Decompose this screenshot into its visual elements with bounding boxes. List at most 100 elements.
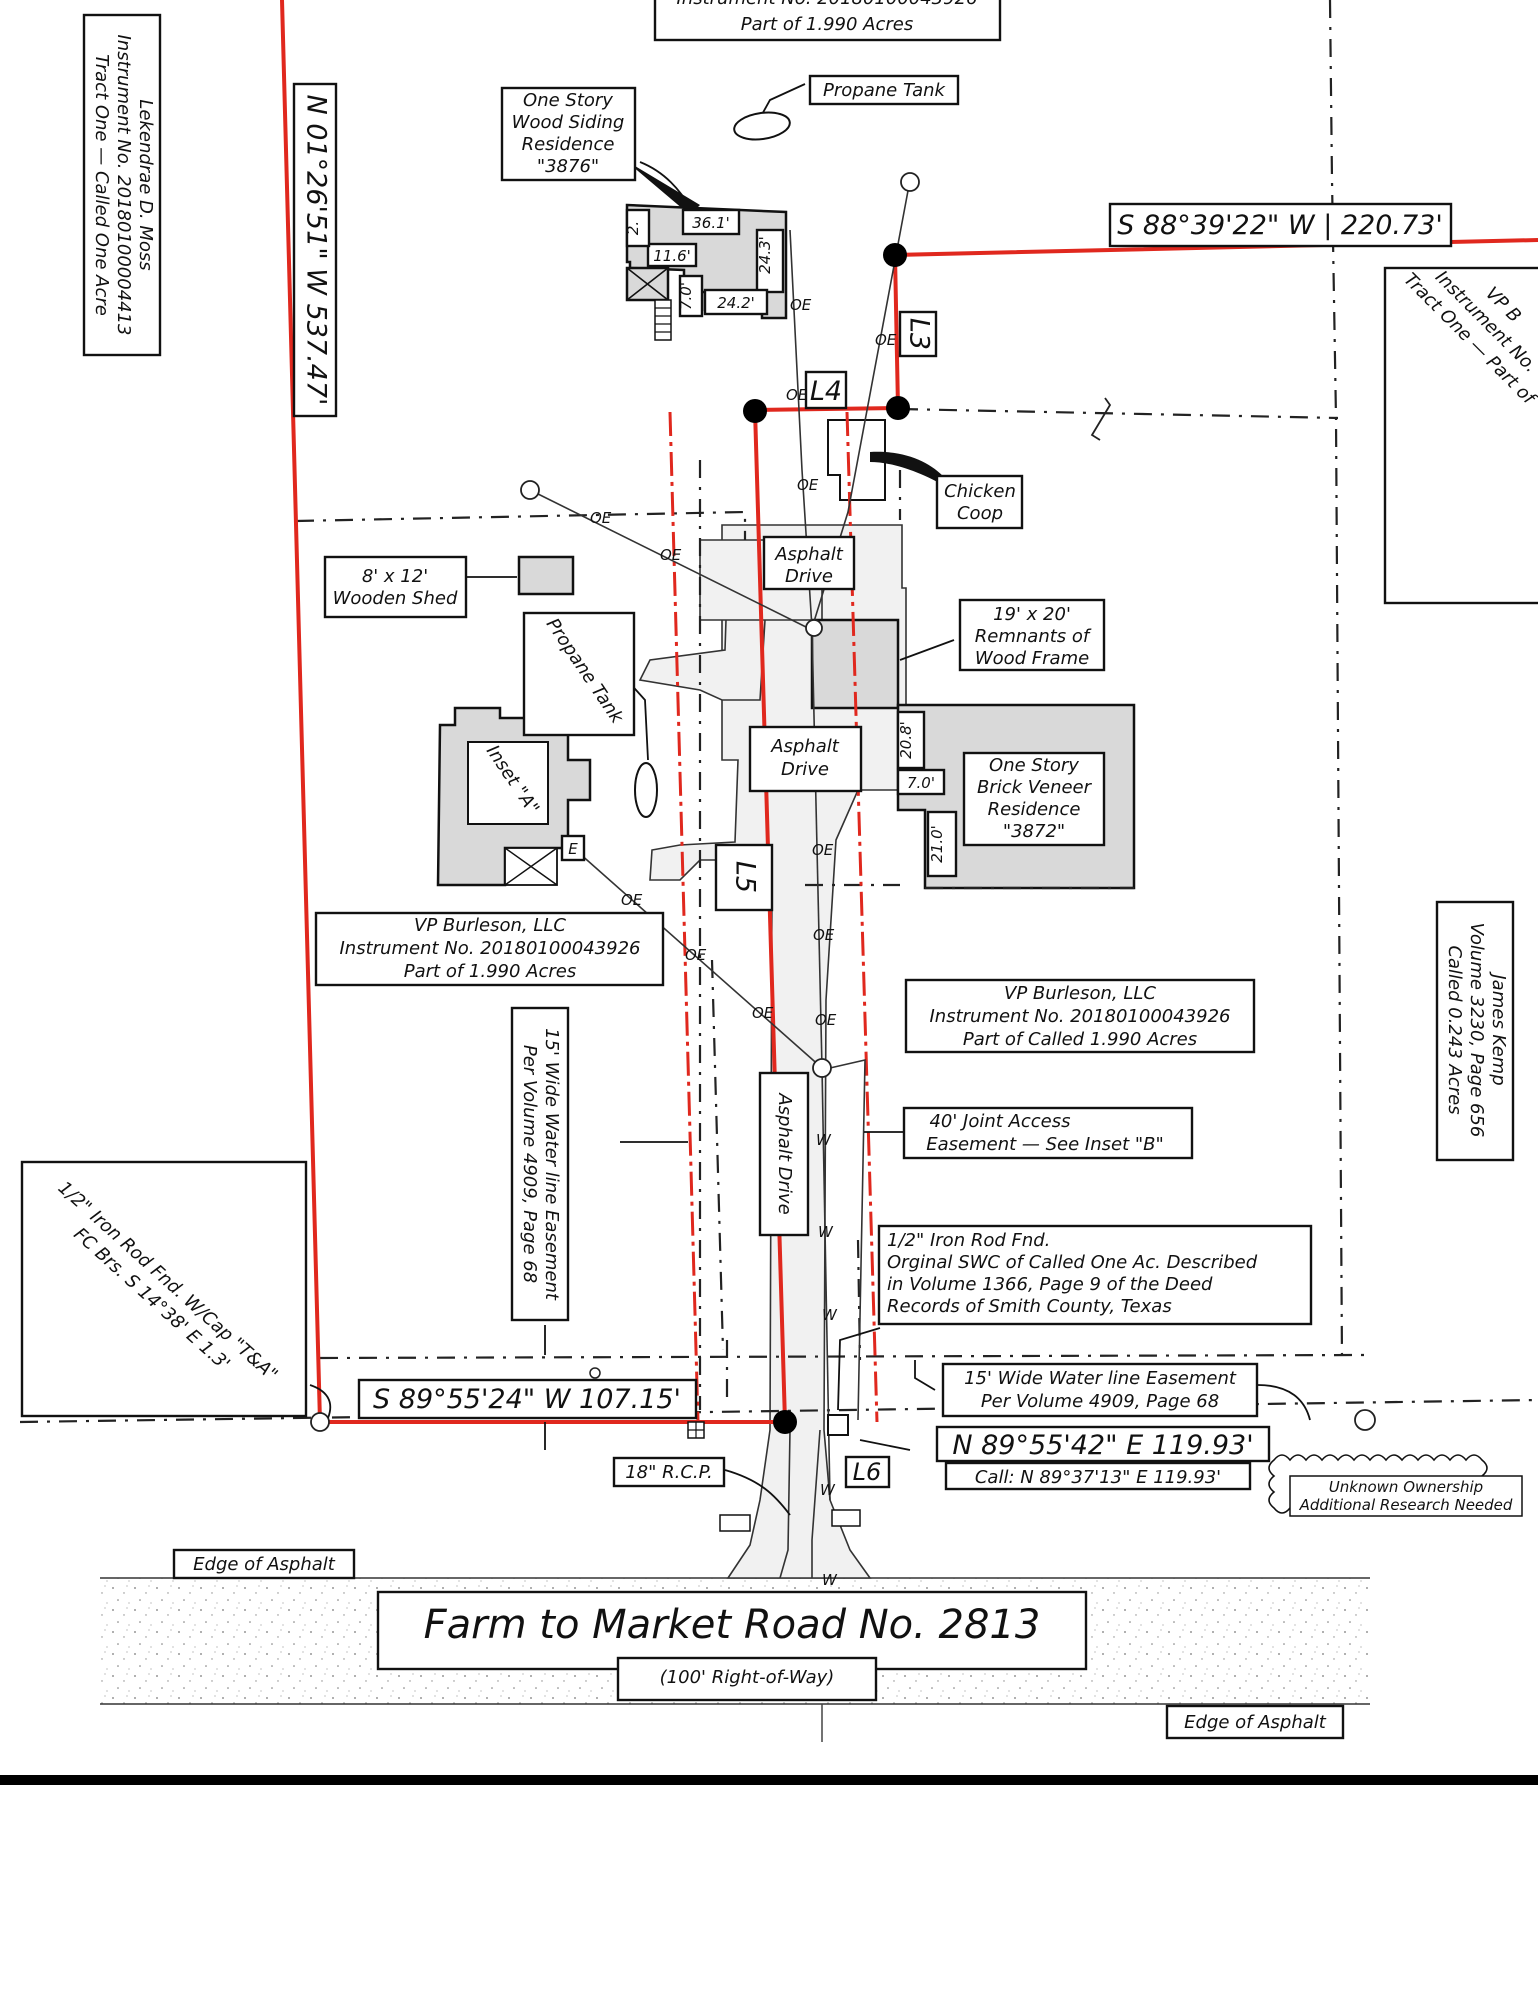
svg-text:L4: L4 [810,376,842,407]
svg-text:OE: OE [786,386,808,404]
svg-text:W: W [818,1223,834,1241]
svg-text:Drive: Drive [781,759,829,780]
asphalt-drive-label-2: Asphalt Drive [748,725,863,793]
svg-text:7.0': 7.0' [907,774,935,792]
svg-text:Volume 3230, Page 656: Volume 3230, Page 656 [1466,923,1487,1138]
asphalt-drive-label-1: Asphalt Drive [762,535,856,591]
svg-text:Per Volume 4909, Page 68: Per Volume 4909, Page 68 [981,1391,1219,1412]
svg-text:OE: OE [812,841,834,859]
svg-text:OE: OE [590,509,612,527]
svg-text:Records of Smith County, Texas: Records of Smith County, Texas [887,1296,1172,1317]
iron-rod-left-label: 1/2" Iron Rod Fnd. W/Cap "T&A" FC Brs. S… [20,1160,308,1418]
svg-text:Drive: Drive [785,566,833,587]
north-line-label: S 88°39'22" W | 220.73' [1108,202,1453,248]
svg-text:OE: OE [790,296,812,314]
svg-text:OE: OE [752,1004,774,1022]
wood-frame-label: 19' x 20' Remnants of Wood Frame [958,598,1106,672]
svg-text:VP Burleson, LLC: VP Burleson, LLC [414,915,566,936]
svg-text:W: W [822,1571,838,1589]
svg-text:Wooden Shed: Wooden Shed [333,588,458,609]
brick-residence-label: One Story Brick Veneer Residence "3872" [962,751,1106,847]
svg-text:OE: OE [813,926,835,944]
svg-text:Coop: Coop [957,503,1003,524]
svg-text:15' Wide Water line Easement: 15' Wide Water line Easement [964,1368,1237,1389]
svg-text:VP Burleson, LLC: VP Burleson, LLC [1004,983,1156,1004]
svg-text:W: W [816,1131,832,1149]
svg-text:Propane Tank: Propane Tank [823,80,946,101]
building-dimensions: 36.1' 24.3' 24.2' 11.6' 7.0' 2. 20.8' 7.… [624,208,958,878]
chicken-coop [827,419,886,501]
svg-text:24.3': 24.3' [756,236,774,274]
svg-text:Instrument No. 20180100004413: Instrument No. 20180100004413 [113,34,134,335]
svg-text:11.6': 11.6' [653,247,691,265]
vp-left-label: VP Burleson, LLC Instrument No. 20180100… [314,911,665,987]
svg-text:18" R.C.P.: 18" R.C.P. [625,1462,713,1483]
svg-text:OE: OE [797,476,819,494]
edge-of-asphalt-right: Edge of Asphalt [1165,1704,1345,1740]
svg-text:Call: N 89°37'13" E 119.93': Call: N 89°37'13" E 119.93' [975,1467,1221,1488]
svg-text:Part of 1.990 Acres: Part of 1.990 Acres [741,14,913,35]
svg-text:24.2': 24.2' [717,294,755,312]
svg-text:Farm to Market Road No. 2813: Farm to Market Road No. 2813 [424,1602,1041,1648]
west-line-label: N 01°26'51" W 537.47' [292,82,338,418]
svg-text:Asphalt: Asphalt [774,544,844,565]
svg-text:Easement — See Inset "B": Easement — See Inset "B" [926,1134,1164,1155]
l5-label: L5 [714,843,774,912]
svg-text:Chicken: Chicken [944,481,1016,502]
svg-text:2.: 2. [624,221,642,235]
edge-of-asphalt-left: Edge of Asphalt [172,1548,356,1580]
residence-3876-label: One Story Wood Siding Residence "3876" [500,86,637,182]
svg-text:One Story: One Story [989,755,1079,776]
svg-text:(100' Right-of-Way): (100' Right-of-Way) [660,1667,835,1688]
svg-text:L6: L6 [853,1458,882,1486]
svg-text:Per Volume 4909, Page 68: Per Volume 4909, Page 68 [519,1045,540,1283]
svg-text:40' Joint Access: 40' Joint Access [929,1111,1070,1132]
svg-text:S 89°55'24" W 107.15': S 89°55'24" W 107.15' [373,1384,681,1415]
right-owner-label: VP B Instrument No. Tract One — Part of [1383,267,1538,605]
joint-access-label: 40' Joint Access Easement — See Inset "B… [902,1106,1194,1160]
svg-text:OE: OE [621,891,643,909]
svg-text:Unknown Ownership: Unknown Ownership [1329,1478,1483,1496]
call-label: Call: N 89°37'13" E 119.93' [944,1461,1252,1491]
unknown-ownership-label: Unknown Ownership Additional Research Ne… [1268,1454,1523,1517]
svg-text:21.0': 21.0' [928,825,946,863]
svg-text:Called 0.243 Acres: Called 0.243 Acres [1444,945,1465,1114]
svg-text:James Kemp: James Kemp [1488,971,1509,1085]
svg-text:1/2" Iron Rod Fnd.: 1/2" Iron Rod Fnd. [887,1230,1050,1251]
propane-tank-2: Propane Tank [522,611,658,818]
leaders [309,83,1311,1516]
svg-text:Tract One — Called One Acre: Tract One — Called One Acre [91,54,112,316]
svg-text:W: W [822,1306,838,1324]
svg-text:OE: OE [685,946,707,964]
svg-text:"3872": "3872" [1003,821,1065,842]
l3-label: L3 [898,310,938,358]
water-easement-vertical-label: 15' Wide Water line Easement Per Volume … [510,1006,570,1322]
svg-text:N 89°55'42" E 119.93': N 89°55'42" E 119.93' [952,1430,1253,1461]
svg-text:"3876": "3876" [537,156,599,177]
svg-text:Asphalt: Asphalt [770,736,840,757]
svg-text:N 01°26'51" W 537.47': N 01°26'51" W 537.47' [301,95,332,406]
svg-text:Asphalt Drive: Asphalt Drive [774,1092,795,1214]
svg-text:Edge of Asphalt: Edge of Asphalt [1184,1712,1327,1733]
shed-label: 8' x 12' Wooden Shed [323,555,468,619]
svg-text:Part of 1.990 Acres: Part of 1.990 Acres [404,961,576,982]
electric-meter: E [560,834,586,862]
svg-text:OE: OE [815,1011,837,1029]
l4-label: L4 [804,370,848,410]
water-easement-horizontal-label: 15' Wide Water line Easement Per Volume … [941,1362,1259,1418]
l6-label: L6 [844,1455,891,1489]
svg-text:20.8': 20.8' [897,721,915,759]
south-left-line-label: S 89°55'24" W 107.15' [357,1378,698,1420]
svg-text:15' Wide Water line Easement: 15' Wide Water line Easement [541,1028,562,1301]
svg-text:Brick Veneer: Brick Veneer [977,777,1093,798]
top-owner-label: Instrument No. 20180100043926 Part of 1.… [653,0,1002,42]
chicken-coop-label: Chicken Coop [935,474,1024,530]
vp-mid-label: VP Burleson, LLC Instrument No. 20180100… [904,978,1256,1054]
utility-tags: OE OE OE OE OE OE OE OE OE OE OE OE W W … [590,296,897,1589]
svg-text:L5: L5 [730,861,761,893]
left-owner-label: Lekendrae D. Moss Instrument No. 2018010… [82,13,162,357]
iron-rod-right-label: 1/2" Iron Rod Fnd. Orginal SWC of Called… [877,1224,1313,1326]
svg-text:Wood Frame: Wood Frame [975,648,1089,669]
kemp-label: James Kemp Volume 3230, Page 656 Called … [1435,900,1515,1162]
